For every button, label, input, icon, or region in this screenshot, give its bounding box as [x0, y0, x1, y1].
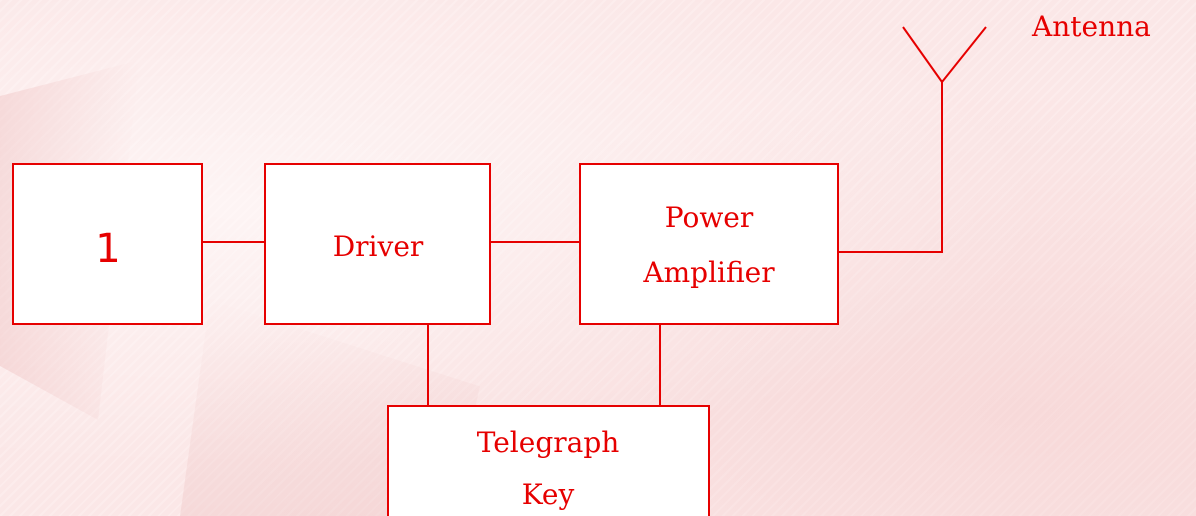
block-telegraph-key-label-line1: Telegraph	[477, 426, 620, 459]
block-driver-box	[264, 163, 491, 325]
block-oscillator-box	[12, 163, 203, 325]
antenna-icon	[902, 26, 987, 83]
wire-power-amplifier-to-antenna	[838, 80, 943, 253]
connection-wires	[202, 80, 943, 406]
block-power-amplifier-label-line2: Amplifier	[642, 256, 775, 289]
antenna-label: Antenna	[1031, 10, 1151, 43]
antenna-left-arm	[902, 26, 943, 83]
block-oscillator: 1	[12, 163, 203, 325]
block-telegraph-key-box	[387, 405, 710, 516]
block-power-amplifier: Power Amplifier	[579, 163, 839, 325]
block-telegraph-key: Telegraph Key	[387, 405, 710, 516]
block-telegraph-key-label-line2: Key	[522, 478, 575, 511]
block-power-amplifier-box	[579, 163, 839, 325]
antenna-right-arm	[941, 26, 987, 83]
block-oscillator-label: 1	[95, 226, 120, 272]
block-driver-label: Driver	[333, 230, 424, 263]
block-power-amplifier-label-line1: Power	[665, 201, 754, 234]
block-driver: Driver	[264, 163, 491, 325]
